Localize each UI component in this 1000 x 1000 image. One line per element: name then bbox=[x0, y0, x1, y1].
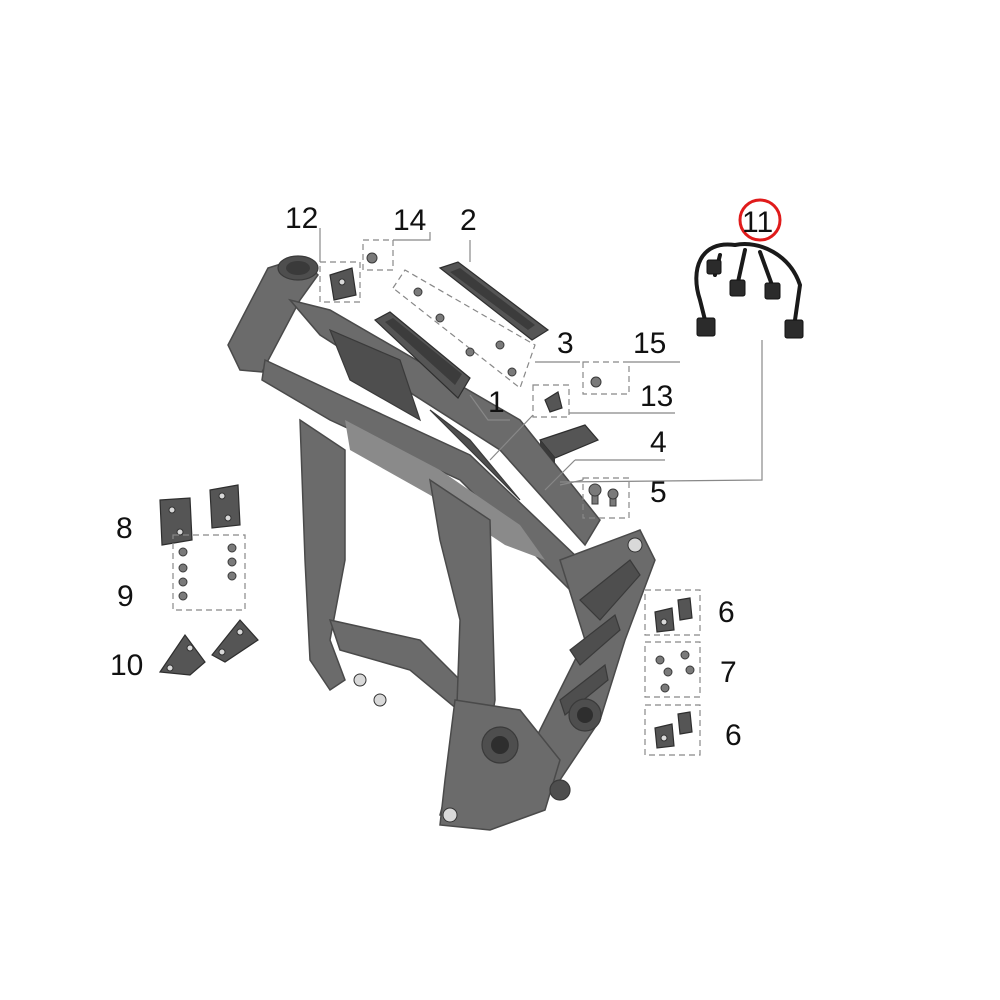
part-1-plate bbox=[373, 311, 510, 421]
part-6a-mount bbox=[644, 589, 701, 636]
callout-11: 11 bbox=[742, 206, 773, 239]
callout-3: 3 bbox=[557, 327, 574, 360]
callout-1: 1 bbox=[488, 386, 505, 419]
part-3-bolt-group bbox=[392, 269, 580, 389]
part-9-bolt-set bbox=[172, 534, 246, 611]
part-13-clip bbox=[489, 384, 675, 461]
part-10-triangle-brackets bbox=[158, 619, 259, 676]
callout-11-highlight-ring bbox=[738, 198, 782, 242]
callout-4: 4 bbox=[650, 426, 667, 459]
part-8-brackets bbox=[159, 484, 241, 546]
part-7-bolts bbox=[644, 641, 701, 698]
main-frame bbox=[227, 255, 656, 831]
part-12-bracket bbox=[319, 228, 361, 303]
part-5-bolts bbox=[559, 477, 630, 519]
callout-6-top: 6 bbox=[718, 596, 735, 629]
callout-8: 8 bbox=[116, 512, 133, 545]
callout-7: 7 bbox=[720, 656, 737, 689]
callout-13: 13 bbox=[640, 380, 673, 413]
part-14-bolt bbox=[362, 232, 431, 271]
callout-12: 12 bbox=[285, 202, 318, 235]
callout-10: 10 bbox=[110, 649, 143, 682]
part-6b-mount bbox=[644, 704, 701, 756]
callout-9: 9 bbox=[117, 580, 134, 613]
part-11-wiring-harness bbox=[559, 242, 804, 483]
callout-5: 5 bbox=[650, 476, 667, 509]
part-15-bolt bbox=[582, 361, 680, 395]
callout-2: 2 bbox=[460, 204, 477, 237]
part-4-pad bbox=[538, 424, 665, 491]
callout-15: 15 bbox=[633, 327, 666, 360]
callout-14: 14 bbox=[393, 204, 426, 237]
callout-6-bottom: 6 bbox=[725, 719, 742, 752]
part-2-long-plate bbox=[438, 240, 550, 341]
